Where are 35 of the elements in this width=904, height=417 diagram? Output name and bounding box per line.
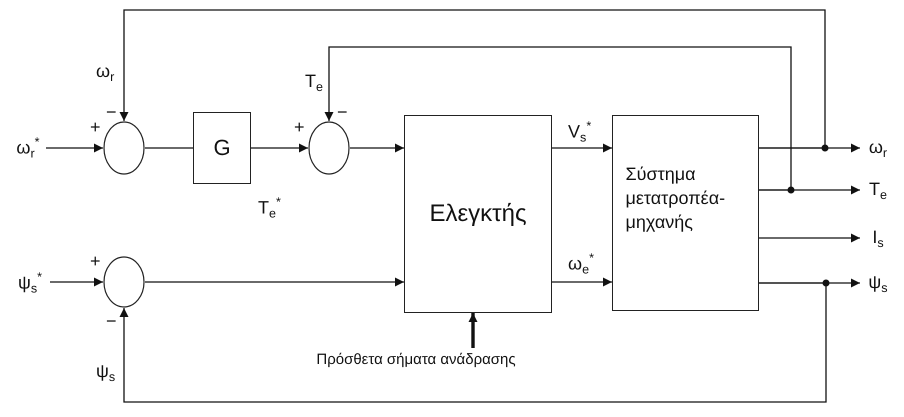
arrow [552, 278, 612, 286]
arrow [46, 144, 103, 152]
sign-label: + [90, 118, 101, 136]
block-box [193, 112, 251, 184]
arrow [552, 144, 612, 152]
signal-label: T$_{e}$ [305, 72, 324, 94]
sign-label: − [337, 103, 348, 121]
summing-junction [103, 256, 145, 308]
signal-label: T$_{e}$ [868, 180, 887, 202]
arrow [120, 282, 827, 403]
signal-label: ω$_{r}$ [96, 62, 114, 84]
summing-junction [103, 121, 145, 175]
block-label: Σύστημα μετατροπέα-μηχανής [626, 162, 726, 234]
arrow [350, 144, 404, 152]
block-box [612, 115, 759, 311]
signal-label: I$_{s}$ [872, 228, 884, 250]
arrow [50, 278, 103, 286]
sign-label: + [90, 252, 101, 270]
block-label: Ελεγκτής [429, 202, 527, 226]
arrow [468, 313, 478, 348]
arrow [145, 278, 404, 286]
note-text: Πρόσθετα σήματα ανάδρασης [316, 352, 516, 366]
sign-label: − [106, 312, 117, 330]
arrow [120, 9, 826, 149]
arrow [759, 234, 860, 242]
signal-label: ψ$_{s}$ [868, 273, 888, 295]
sign-label: − [106, 103, 117, 121]
arrow [324, 46, 792, 191]
arrow [251, 144, 308, 152]
sign-label: + [294, 118, 305, 136]
signal-label: ψ$_{s}$ [96, 362, 116, 384]
block-box [404, 115, 552, 313]
block-label: G [213, 137, 231, 159]
summing-junction [308, 121, 350, 175]
signal-label: ω$_{r}$ [868, 138, 888, 160]
